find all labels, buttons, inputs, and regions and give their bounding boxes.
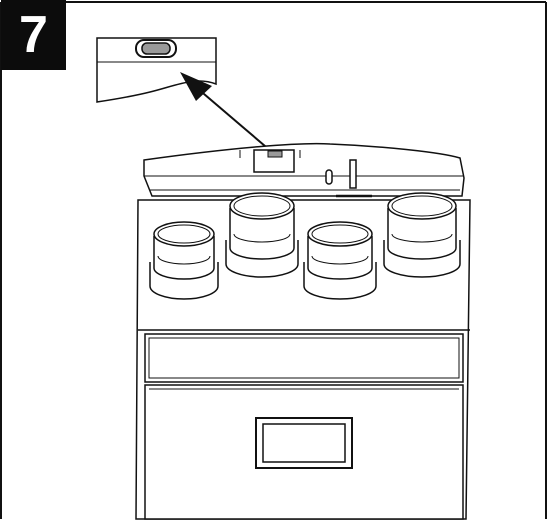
- duct-port-2: [225, 192, 299, 278]
- unit-body: [135, 199, 471, 520]
- duct-port-1: [149, 221, 219, 300]
- duct-port-4: [383, 192, 461, 278]
- duct-port-3: [303, 221, 377, 300]
- pointer-arrow: [180, 72, 273, 153]
- display-window: [255, 417, 353, 469]
- switch-detail-icon: [135, 39, 177, 58]
- unit-top-lid: [143, 142, 465, 198]
- step-number: 7: [19, 6, 48, 64]
- step-number-badge: 7: [1, 0, 66, 70]
- zoom-detail-callout: [96, 37, 217, 103]
